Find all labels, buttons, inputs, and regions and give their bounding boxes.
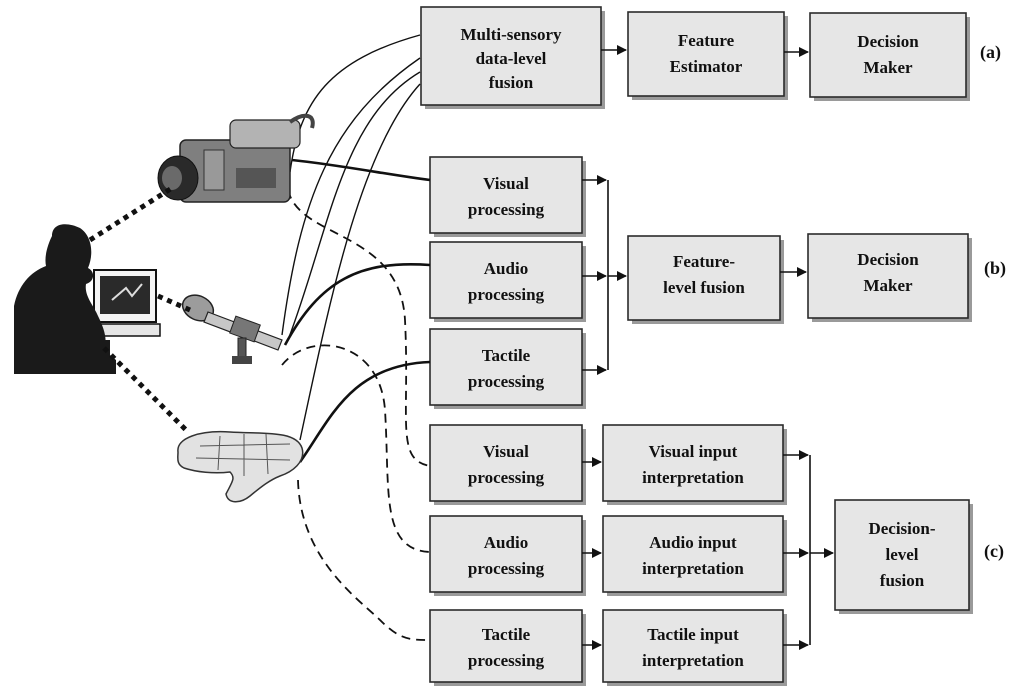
- label-line: processing: [468, 559, 545, 578]
- label-line: Visual input: [649, 442, 738, 461]
- box-audio-processing-b: Audio processing: [429, 241, 586, 322]
- video-camera-icon: [157, 113, 315, 203]
- label-line: Feature-: [673, 252, 735, 271]
- label-line: Audio: [484, 259, 528, 278]
- box-decision-maker-b: Decision Maker: [807, 233, 972, 322]
- label-line: processing: [468, 200, 545, 219]
- box-feature-level-fusion: Feature- level fusion: [627, 235, 784, 324]
- person-silhouette: [14, 224, 116, 374]
- box-feature-estimator: Feature Estimator: [627, 11, 788, 100]
- label-line: interpretation: [642, 559, 744, 578]
- connectors-c: [582, 450, 834, 650]
- label-line: Tactile: [482, 346, 531, 365]
- computer-monitor-icon: [91, 269, 161, 337]
- label-line: Tactile input: [647, 625, 739, 644]
- hand-icon: [177, 430, 304, 503]
- label-line: fusion: [880, 571, 925, 590]
- row-tag-b: (b): [984, 258, 1006, 279]
- label-line: Tactile: [482, 625, 531, 644]
- row-tag-a: (a): [980, 42, 1001, 63]
- label-line: Maker: [863, 276, 913, 295]
- box-audio-input-interpretation: Audio input interpretation: [602, 515, 787, 596]
- box-tactile-processing-c: Tactile processing: [429, 609, 586, 686]
- label-line: level: [885, 545, 918, 564]
- label-line: interpretation: [642, 651, 744, 670]
- row-tag-c: (c): [984, 541, 1004, 562]
- box-visual-processing-b: Visual processing: [429, 156, 586, 237]
- label-line: Feature: [678, 31, 735, 50]
- label-line: processing: [468, 372, 545, 391]
- box-tactile-input-interpretation: Tactile input interpretation: [602, 609, 787, 686]
- label-line: Maker: [863, 58, 913, 77]
- label-line: data-level: [476, 49, 547, 68]
- label-line: Audio: [484, 533, 528, 552]
- connectors-b: [582, 175, 807, 375]
- wires: [281, 34, 431, 641]
- label-line: processing: [468, 285, 545, 304]
- label-line: Visual: [483, 174, 529, 193]
- sensor-links: [88, 185, 192, 432]
- label-line: processing: [468, 468, 545, 487]
- label-line: Estimator: [670, 57, 743, 76]
- box-data-level-fusion: Multi-sensory data-level fusion: [420, 6, 605, 109]
- box-decision-level-fusion: Decision- level fusion: [834, 499, 973, 614]
- box-visual-processing-c: Visual processing: [429, 424, 586, 505]
- box-decision-maker-a: Decision Maker: [809, 12, 970, 101]
- box-tactile-processing-b: Tactile processing: [429, 328, 586, 409]
- microphone-icon: [181, 294, 283, 364]
- label-line: Decision-: [868, 519, 935, 538]
- label-line: level fusion: [663, 278, 745, 297]
- label-line: fusion: [489, 73, 534, 92]
- label-line: processing: [468, 651, 545, 670]
- box-audio-processing-c: Audio processing: [429, 515, 586, 596]
- label-line: Decision: [857, 250, 919, 269]
- label-line: Multi-sensory: [460, 25, 562, 44]
- label-line: Visual: [483, 442, 529, 461]
- label-line: Audio input: [649, 533, 737, 552]
- label-line: Decision: [857, 32, 919, 51]
- box-visual-input-interpretation: Visual input interpretation: [602, 424, 787, 505]
- label-line: interpretation: [642, 468, 744, 487]
